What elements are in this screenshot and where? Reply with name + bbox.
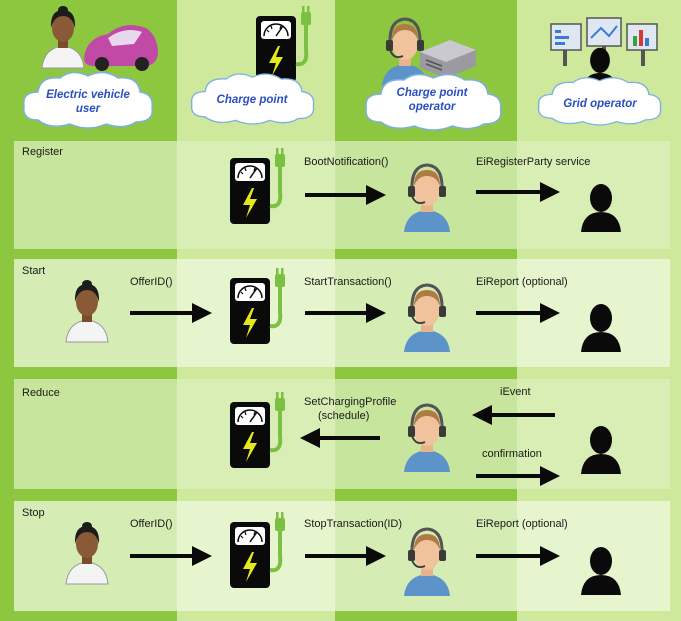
row-start-title: Start — [22, 265, 45, 277]
stop-msg-user-cp: OfferID() — [130, 518, 173, 530]
grid-operator-label: Grid operator — [563, 98, 637, 110]
row-reduce-title: Reduce — [22, 387, 60, 399]
cp-operator-label-line2: operator — [409, 101, 456, 113]
register-msg-cp-op: BootNotification() — [304, 156, 388, 168]
row-reduce: Reduce SetChargingProfile (schedule) iEv… — [14, 379, 670, 489]
ev-user-label-line1: Electric vehicle — [46, 89, 130, 101]
monitors-icon — [550, 17, 658, 66]
row-start: Start OfferID() StartTransaction() EiRep… — [14, 259, 670, 367]
header-ev-user: Electric vehicle user — [23, 5, 158, 129]
stop-msg-cp-op: StopTransaction(ID) — [304, 518, 402, 530]
cp-operator-label-line1: Charge point — [397, 87, 469, 99]
start-msg-cp-op: StartTransaction() — [304, 276, 392, 288]
register-msg-op-grid: EiRegisterParty service — [476, 156, 590, 168]
reduce-msg-grid-op: iEvent — [500, 386, 531, 398]
row-stop-title: Stop — [22, 507, 45, 519]
car-icon — [84, 25, 158, 71]
charge-point-label: Charge point — [217, 94, 289, 106]
start-msg-user-cp: OfferID() — [130, 276, 173, 288]
row-register-title: Register — [22, 146, 63, 158]
row-register: Register BootNotification() EiRegisterPa… — [14, 141, 670, 249]
header-charge-point: Charge point — [190, 4, 315, 125]
reduce-msg-op-cp-line1: SetChargingProfile — [304, 396, 396, 408]
reduce-msg-op-grid: confirmation — [482, 448, 542, 460]
ev-user-label-line2: user — [76, 103, 101, 115]
start-msg-op-grid: EiReport (optional) — [476, 276, 568, 288]
header-cp-operator: Charge point operator — [365, 17, 502, 131]
stop-msg-op-grid: EiReport (optional) — [476, 518, 568, 530]
reduce-msg-op-cp-line2: (schedule) — [318, 410, 369, 422]
row-stop: Stop OfferID() StopTransaction(ID) EiRep… — [14, 501, 670, 611]
server-icon — [420, 40, 476, 78]
header-grid-operator: Grid operator — [537, 17, 662, 126]
